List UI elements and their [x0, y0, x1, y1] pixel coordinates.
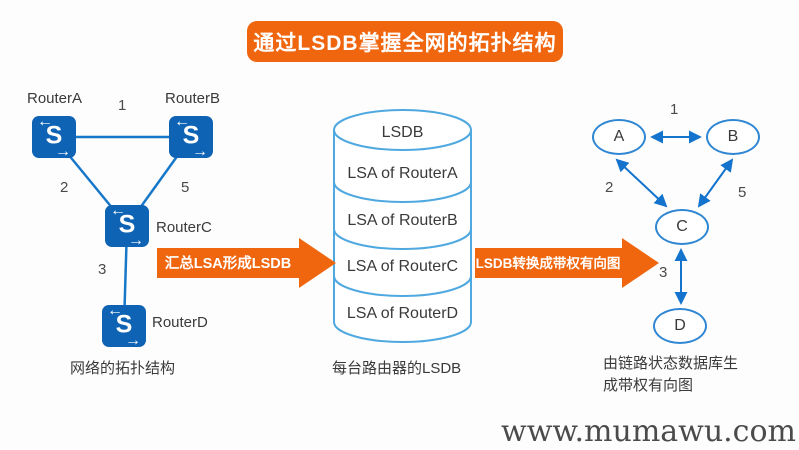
lsdb-header: LSDB	[382, 124, 424, 141]
link-cost-a-b: 1	[118, 97, 127, 114]
switch-arrow-right-icon: →	[55, 143, 71, 160]
lsdb-row-routerb: LSA of RouterB	[347, 212, 457, 229]
link-cost-b-c: 5	[181, 179, 190, 196]
switch-arrow-right-icon: →	[125, 332, 141, 349]
lsdb-row-routerc: LSA of RouterC	[347, 258, 458, 275]
cylinder-divider	[333, 275, 472, 297]
lsdb-caption: 每台路由器的LSDB	[332, 360, 462, 377]
edge-weight-a-c: 2	[605, 179, 614, 196]
link-cost-c-d: 3	[98, 261, 107, 278]
graph-node-d: D	[653, 308, 707, 344]
edge-arrow-a-c	[615, 158, 668, 208]
graph-caption-line2: 成带权有向图	[603, 377, 694, 394]
cylinder-body	[333, 130, 472, 343]
switch-arrow-right-icon: →	[128, 232, 144, 249]
switch-arrow-left-icon: ←	[37, 113, 53, 130]
edge-arrow-b-c	[697, 158, 734, 208]
router-b-icon: ← S →	[169, 113, 213, 160]
process-arrow-right-label: LSDB转换成带权有向图	[476, 255, 621, 271]
graph-node-c: C	[655, 209, 709, 245]
switch-arrow-right-icon: →	[192, 143, 208, 160]
watermark-url: www.mumawu.com	[501, 414, 796, 449]
switch-arrow-left-icon: ←	[107, 302, 123, 319]
arrow-shape	[157, 238, 336, 288]
router-label-d: RouterD	[152, 314, 208, 331]
router-a-icon: ← S →	[32, 113, 76, 160]
lsdb-row-routera: LSA of RouterA	[347, 165, 458, 182]
process-arrow-left: 汇总LSA形成LSDB	[157, 238, 336, 288]
cylinder-top	[333, 109, 472, 151]
graph-node-a: A	[592, 119, 646, 155]
topology-caption: 网络的拓扑结构	[70, 360, 176, 377]
process-arrow-left-label: 汇总LSA形成LSDB	[165, 254, 291, 272]
router-label-b: RouterB	[165, 90, 221, 107]
link-cost-a-c: 2	[60, 179, 69, 196]
graph-caption: 由链路状态数据库生 成带权有向图	[603, 353, 738, 397]
router-d-icon: ← S →	[102, 302, 146, 349]
graph-caption-line1: 由链路状态数据库生	[603, 355, 739, 372]
cylinder-divider	[333, 181, 472, 203]
process-arrow-right: LSDB转换成带权有向图	[475, 238, 659, 288]
router-c-icon: ← S →	[105, 202, 149, 249]
router-label-a: RouterA	[27, 90, 83, 107]
router-label-c: RouterC	[156, 219, 212, 236]
lsdb-row-routerd: LSA of RouterD	[347, 305, 458, 322]
cylinder-divider	[333, 228, 472, 250]
lsdb-cylinder: LSDB LSA of RouterA LSA of RouterB LSA o…	[333, 109, 472, 343]
edge-weight-c-d: 3	[659, 264, 668, 281]
arrow-shape	[475, 238, 659, 288]
edge-weight-a-b: 1	[670, 101, 679, 118]
edge-weight-b-c: 5	[738, 184, 747, 201]
graph-node-b: B	[706, 119, 760, 155]
switch-arrow-left-icon: ←	[174, 113, 190, 130]
page-title: 通过LSDB掌握全网的拓扑结构	[247, 21, 563, 62]
